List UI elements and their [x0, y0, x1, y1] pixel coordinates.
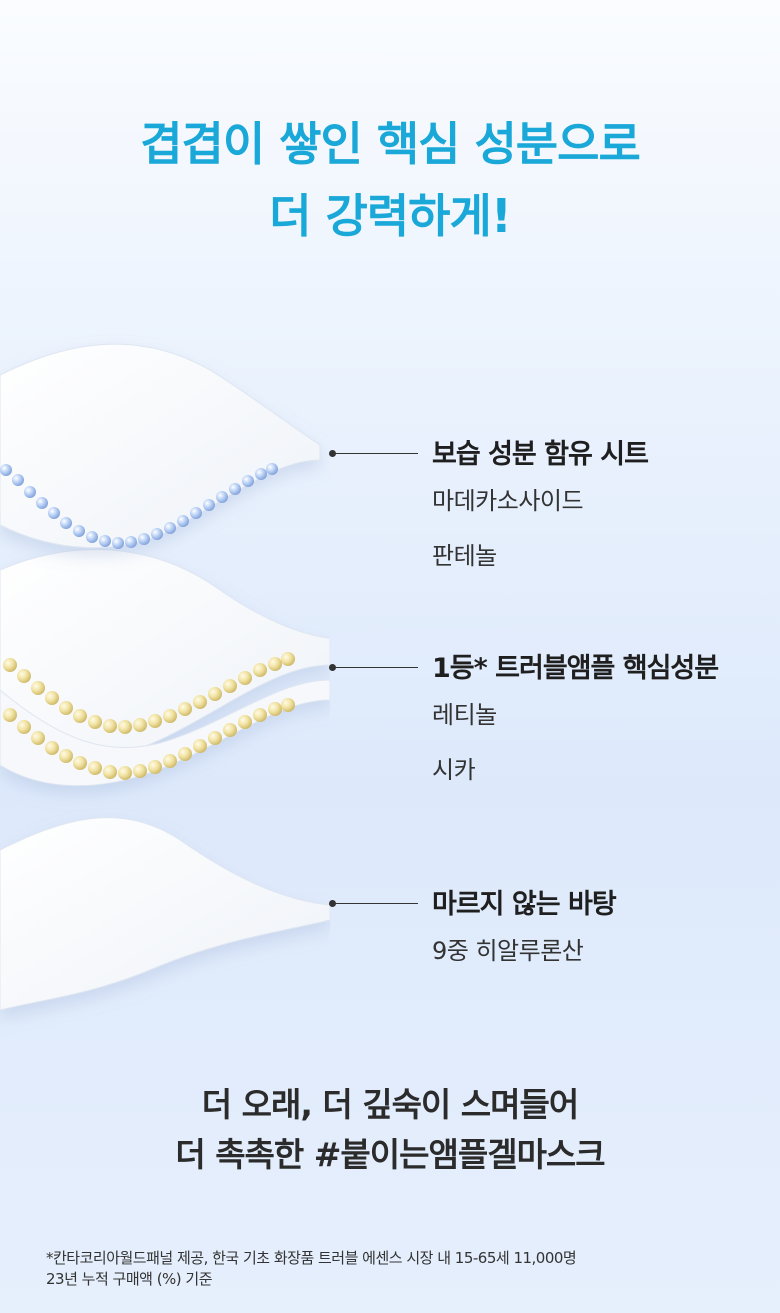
footnote-line-1: *칸타코리아월드패널 제공, 한국 기초 화장품 트러블 에센스 시장 내 15…	[46, 1249, 577, 1267]
ingredient-list: 레티놀 시카	[432, 703, 497, 813]
connector-line	[329, 900, 418, 907]
footnote: *칸타코리아월드패널 제공, 한국 기초 화장품 트러블 에센스 시장 내 15…	[46, 1248, 766, 1290]
feature-title: 보습 성분 함유 시트	[432, 439, 649, 470]
footnote-line-2: 23년 누적 구매액 (%) 기준	[46, 1270, 213, 1288]
ingredient-list: 마데카소사이드 판테놀	[432, 487, 584, 599]
ingredient-item: 레티놀	[432, 701, 497, 729]
yellow-bead-row-2	[3, 698, 295, 780]
connector-line	[329, 664, 418, 671]
closing-line-1: 더 오래, 더 깊숙이 스며들어	[201, 1085, 579, 1124]
layered-sheet-illustration	[0, 343, 330, 1011]
ingredient-item: 9중 히알루론산	[432, 937, 584, 965]
closing-line-2: 더 촉촉한 #붙이는앰플겔마스크	[175, 1135, 605, 1174]
feature-title: 마르지 않는 바탕	[432, 889, 617, 920]
yellow-bead-row-1	[3, 652, 295, 734]
headline: 겹겹이 쌓인 핵심 성분으로 더 강력하게!	[0, 108, 780, 252]
headline-line-1: 겹겹이 쌓인 핵심 성분으로	[140, 117, 641, 171]
base-sheet	[0, 817, 330, 1011]
feature-title: 1등* 트러블앰플 핵심성분	[432, 653, 719, 684]
ingredient-item: 판테놀	[432, 542, 497, 570]
headline-line-2: 더 강력하게!	[269, 189, 512, 243]
connector-line	[329, 450, 418, 457]
ingredient-item: 마데카소사이드	[432, 487, 584, 515]
top-sheet	[0, 343, 321, 549]
blue-bead-row	[0, 463, 278, 549]
closing-message: 더 오래, 더 깊숙이 스며들어 더 촉촉한 #붙이는앰플겔마스크	[0, 1080, 780, 1180]
ingredient-item: 시카	[432, 756, 476, 784]
ingredient-list: 9중 히알루론산	[432, 937, 584, 994]
